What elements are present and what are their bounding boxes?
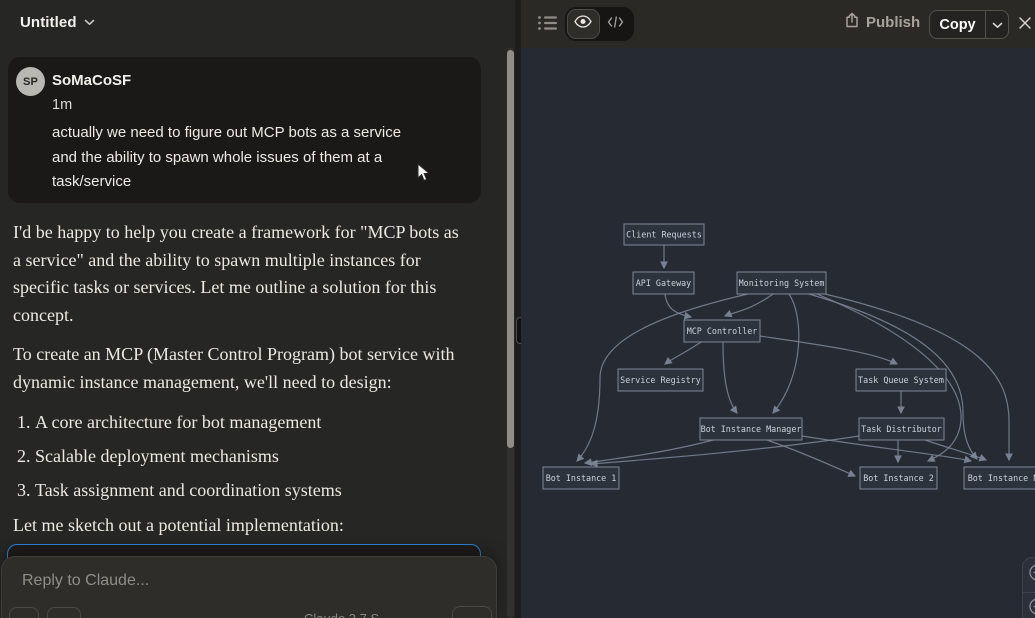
assistant-paragraph: To create an MCP (Master Control Program… bbox=[13, 344, 455, 392]
zoom-out-button[interactable] bbox=[1023, 594, 1035, 618]
node-mcp-controller: MCP Controller bbox=[683, 319, 761, 343]
node-bot-instance-manager: Bot Instance Manager bbox=[699, 417, 803, 441]
outline-list-icon bbox=[537, 15, 557, 34]
svg-text:Task Queue System: Task Queue System bbox=[858, 375, 944, 385]
edge-mcp-controller-to-task-queue-system bbox=[759, 335, 899, 365]
edge-monitoring-system-to-bot-instance-manager bbox=[772, 293, 800, 414]
copy-dropdown-button[interactable] bbox=[986, 11, 1008, 38]
conversation-title-menu[interactable]: Untitled bbox=[20, 13, 95, 31]
tools-button[interactable] bbox=[47, 607, 81, 618]
chat-scrollbar-thumb[interactable] bbox=[507, 50, 514, 448]
message-timestamp: 1m bbox=[52, 97, 73, 113]
edge-bot-instance-manager-to-bot-instance-n bbox=[801, 435, 973, 464]
chat-scrollbar-track[interactable] bbox=[507, 48, 514, 618]
panel-divider bbox=[515, 0, 521, 618]
assistant-numbered-list: A core architecture for bot management S… bbox=[13, 409, 465, 505]
node-task-queue-system: Task Queue System bbox=[855, 368, 947, 392]
svg-text:Client Requests: Client Requests bbox=[626, 230, 702, 240]
assistant-response: I'd be happy to help you create a framew… bbox=[13, 219, 465, 552]
model-selector-label[interactable]: Claude 3.7 S bbox=[304, 611, 379, 618]
edge-mcp-controller-to-service-registry bbox=[664, 341, 702, 365]
chat-panel: Untitled SP SoMaCoSF 1m actually we need… bbox=[0, 0, 515, 618]
diagram-zoom-controls bbox=[1022, 557, 1035, 618]
list-item: A core architecture for bot management bbox=[35, 409, 465, 437]
close-icon bbox=[1018, 17, 1032, 33]
edge-monitoring-system-to-bot-instance-n bbox=[824, 293, 1013, 462]
edge-task-distributor-to-bot-instance-1 bbox=[589, 435, 860, 468]
user-message-line: actually we need to figure out MCP bots … bbox=[52, 124, 402, 141]
assistant-paragraph: I'd be happy to help you create a framew… bbox=[13, 222, 459, 325]
list-item: Scalable deployment mechanisms bbox=[35, 443, 465, 471]
zoom-in-button[interactable] bbox=[1023, 560, 1035, 590]
edge-monitoring-system-to-bot-instance-1 bbox=[576, 293, 749, 462]
edge-task-distributor-to-bot-instance-n bbox=[924, 439, 988, 462]
edge-monitoring-system-to-bot-instance-n bbox=[808, 293, 978, 460]
svg-text:Task Distributor: Task Distributor bbox=[861, 424, 942, 434]
zoom-in-icon bbox=[1029, 564, 1035, 586]
code-icon bbox=[607, 15, 624, 33]
reply-input-container: Reply to Claude... Claude 3.7 S bbox=[1, 556, 497, 618]
preview-toggle-button[interactable] bbox=[567, 9, 600, 39]
copy-button[interactable]: Copy bbox=[939, 16, 976, 33]
node-client-requests: Client Requests bbox=[623, 223, 705, 246]
svg-text:API Gateway: API Gateway bbox=[636, 278, 691, 288]
edge-monitoring-system-to-mcp-controller bbox=[723, 293, 774, 318]
send-button[interactable] bbox=[452, 606, 492, 618]
chevron-down-icon bbox=[84, 13, 95, 31]
copy-split-button: Copy bbox=[929, 10, 1009, 39]
artifact-panel: Publish Copy bbox=[521, 0, 1035, 618]
close-artifact-button[interactable] bbox=[1017, 16, 1033, 32]
copy-button-divider bbox=[985, 11, 986, 38]
node-bot-instance-1: Bot Instance 1 bbox=[542, 466, 620, 490]
node-bot-instance-2: Bot Instance 2 bbox=[859, 466, 938, 490]
edge-monitoring-system-to-bot-instance-2 bbox=[816, 293, 962, 462]
svg-text:Bot Instance 1: Bot Instance 1 bbox=[546, 473, 617, 483]
node-api-gateway: API Gateway bbox=[632, 271, 695, 295]
user-message-line: and the ability to spawn whole issues of… bbox=[52, 148, 383, 166]
conversation-title: Untitled bbox=[20, 13, 77, 31]
publish-label: Publish bbox=[866, 13, 921, 31]
node-task-distributor: Task Distributor bbox=[858, 417, 945, 441]
publish-icon bbox=[845, 12, 859, 32]
svg-text:MCP Controller: MCP Controller bbox=[687, 326, 758, 336]
edge-bot-instance-manager-to-bot-instance-2 bbox=[766, 439, 857, 477]
zoom-controls-divider bbox=[1023, 592, 1035, 593]
eye-icon bbox=[574, 15, 593, 33]
edge-mcp-controller-to-bot-instance-manager bbox=[722, 341, 738, 414]
svg-text:Bot Instance 2: Bot Instance 2 bbox=[863, 473, 934, 483]
attach-button[interactable] bbox=[9, 607, 39, 618]
node-monitoring-system: Monitoring System bbox=[736, 271, 827, 295]
node-bot-instance-n: Bot Instance N bbox=[963, 466, 1035, 490]
assistant-paragraph: Let me sketch out a potential implementa… bbox=[13, 515, 344, 536]
svg-text:Bot Instance Manager: Bot Instance Manager bbox=[701, 424, 802, 434]
publish-button[interactable]: Publish bbox=[845, 12, 920, 32]
edge-api-gateway-to-mcp-controller bbox=[664, 293, 693, 320]
chevron-down-icon bbox=[992, 16, 1003, 34]
list-item: Task assignment and coordination systems bbox=[35, 477, 465, 505]
artifact-list-button[interactable] bbox=[535, 14, 559, 35]
preview-code-toggle bbox=[565, 7, 634, 41]
user-message-line: task/service bbox=[52, 173, 132, 191]
user-message-card bbox=[8, 57, 481, 203]
svg-text:Monitoring System: Monitoring System bbox=[739, 278, 825, 288]
svg-text:Bot Instance N: Bot Instance N bbox=[968, 473, 1035, 483]
avatar: SP bbox=[16, 67, 45, 96]
zoom-out-icon bbox=[1029, 598, 1035, 618]
svg-text:Service Registry: Service Registry bbox=[620, 375, 701, 385]
node-service-registry: Service Registry bbox=[617, 368, 704, 392]
user-message-text: actually we need to figure out MCP bots … bbox=[52, 121, 452, 195]
artifact-toolbar: Publish Copy bbox=[521, 0, 1035, 48]
username: SoMaCoSF bbox=[52, 72, 132, 89]
reply-input[interactable]: Reply to Claude... bbox=[22, 572, 150, 589]
code-toggle-button[interactable] bbox=[600, 9, 632, 39]
